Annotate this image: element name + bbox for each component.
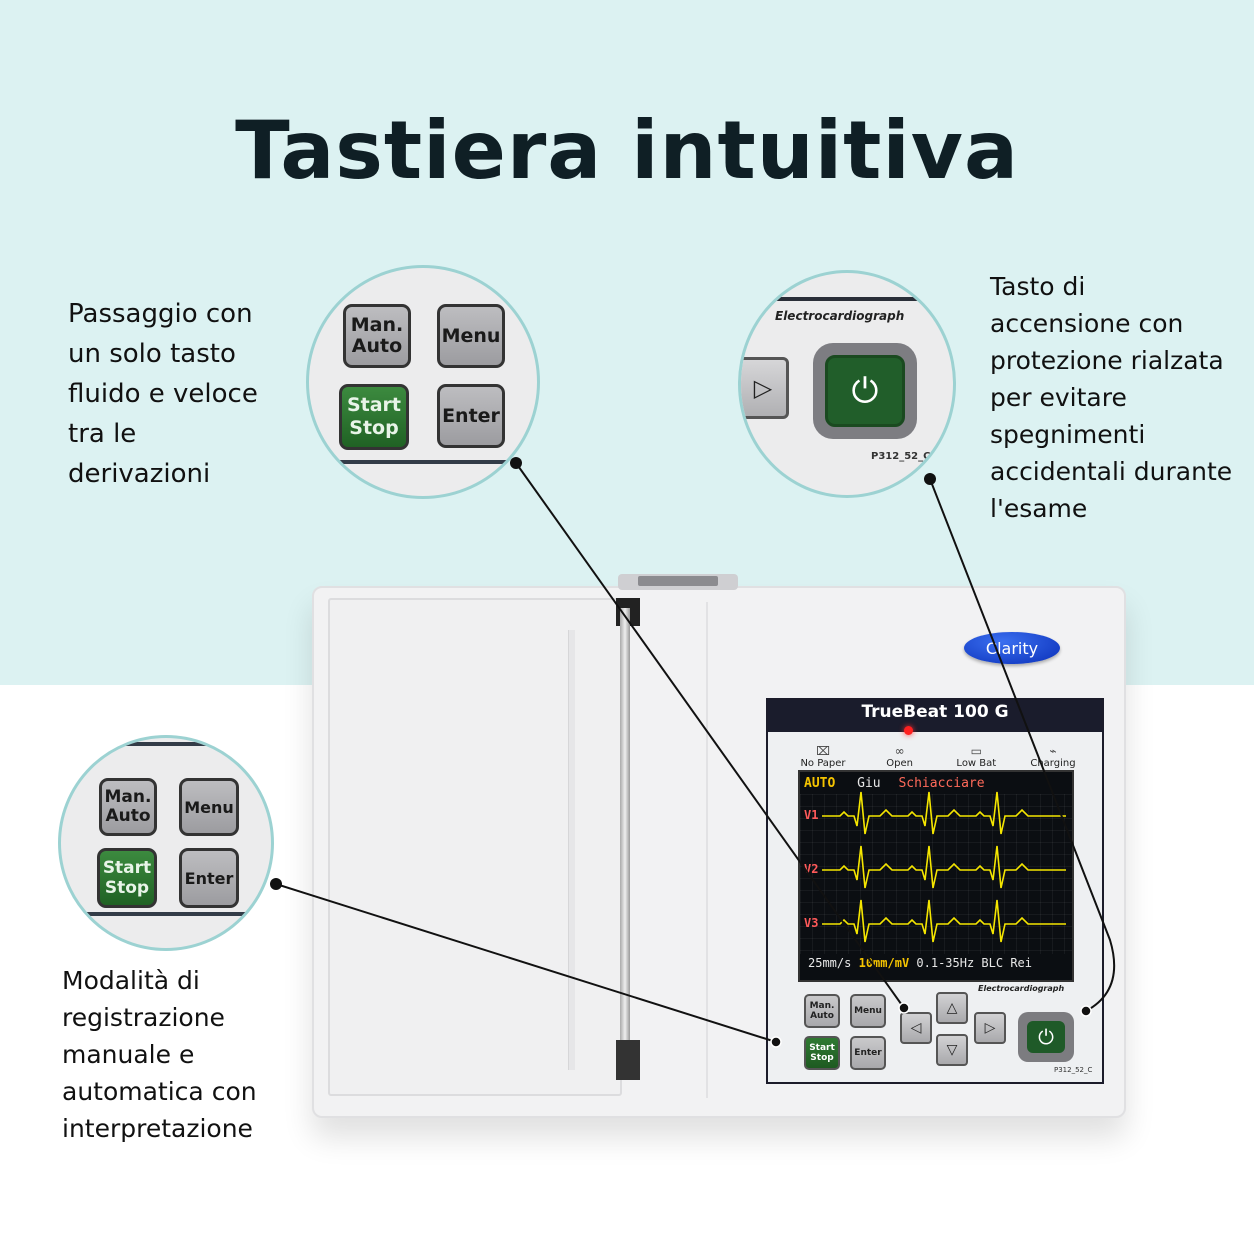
caption-line: Modalità di [62, 966, 200, 995]
panel-label: Electrocardiograph [978, 984, 1065, 993]
status-no-paper: ⌧ No Paper [788, 744, 858, 772]
arrow-right-icon: ▷ [984, 1020, 996, 1036]
paper-icon: ⌧ [816, 744, 830, 758]
caption-line: interpretazione [62, 1114, 253, 1143]
zoom-strip [61, 912, 271, 916]
ecg-trace-v1 [822, 791, 1066, 835]
power-icon: ⏻ [1027, 1021, 1065, 1053]
paper-hinge [620, 608, 630, 1078]
caption-line: derivazioni [68, 459, 211, 489]
page-title: Tastiera intuitiva [235, 104, 1019, 197]
zoom-enter-key: Enter [437, 384, 505, 448]
zoom-power-guard: ⏻ [813, 343, 917, 439]
arrow-up-icon: △ [946, 1000, 958, 1016]
arrow-left-icon: ◁ [910, 1020, 922, 1036]
zoom-strip [61, 742, 271, 746]
zoom-menu-key: Menu [179, 778, 239, 836]
ecg-trace-v2 [822, 845, 1066, 889]
key-label: Man.Auto [104, 787, 152, 826]
ecg-trace-v3 [822, 899, 1066, 943]
status-open: ∞ Open [865, 744, 935, 772]
caption-lead-switch: Passaggio con un solo tasto fluido e vel… [68, 294, 258, 494]
gain-setting: 10mm/mV [858, 956, 910, 970]
zoom-power-icon: ⏻ [825, 355, 905, 427]
zoom-power-button: Electrocardiograph ▷ ⏻ P312_52_C [738, 270, 956, 498]
status-indicators: ⌧ No Paper ∞ Open ▭ Low Bat ⌁ Charging [788, 744, 1088, 772]
arrow-left-button[interactable]: ◁ [900, 1012, 932, 1044]
status-label: Low Bat [956, 758, 997, 769]
status-low-bat: ▭ Low Bat [941, 744, 1011, 772]
key-label: Man.Auto [809, 1001, 835, 1021]
panel-header: TrueBeat 100 G [768, 700, 1102, 732]
arrow-down-icon: ▽ [946, 1042, 958, 1058]
paper-door[interactable] [328, 598, 622, 1096]
arrow-right-button[interactable]: ▷ [974, 1012, 1006, 1044]
connector-port [638, 576, 718, 586]
zoom-man-auto-key: Man.Auto [343, 304, 411, 368]
caption-line: per evitare [990, 383, 1127, 412]
caption-line: un solo tasto [68, 339, 236, 369]
caption-line: manuale e [62, 1040, 195, 1069]
ecg-traces [822, 791, 1066, 943]
body-divider [706, 602, 708, 1098]
caption-line: automatica con [62, 1077, 257, 1106]
caption-power-button: Tasto di accensione con protezione rialz… [990, 268, 1232, 527]
zoom-menu-key: Menu [437, 304, 505, 368]
arrow-up-button[interactable]: △ [936, 992, 968, 1024]
arrow-down-button[interactable]: ▽ [936, 1034, 968, 1066]
zoom-strip [741, 297, 953, 301]
serial-number: P312_52_C [1054, 1066, 1093, 1074]
zoom-panel-label: Electrocardiograph [775, 309, 905, 323]
zoom-man-auto-key: Man.Auto [99, 778, 157, 836]
status-led [904, 726, 913, 735]
status-label: Charging [1030, 758, 1076, 769]
caption-line: Tasto di [990, 272, 1086, 301]
top-connector [618, 574, 738, 590]
caption-line: registrazione [62, 1003, 225, 1032]
hinge-latch-bottom [616, 1040, 640, 1080]
key-label: Man.Auto [350, 314, 404, 357]
ecg-device: Clarity TrueBeat 100 G ⌧ No Paper ∞ Open… [312, 574, 1126, 1118]
zoom-enter-key: Enter [179, 848, 239, 908]
caption-line: fluido e veloce [68, 379, 258, 409]
control-panel: TrueBeat 100 G ⌧ No Paper ∞ Open ▭ Low B… [766, 698, 1104, 1084]
screen-footer: 25mm/s 10mm/mV 0.1-35Hz BLC Rei [808, 956, 1032, 970]
caption-line: Passaggio con [68, 299, 253, 329]
status-label: No Paper [800, 758, 846, 769]
paper-groove [568, 630, 575, 1070]
caption-line: l'esame [990, 494, 1088, 523]
zoom-arrow-right-icon: ▷ [741, 357, 789, 419]
filter-setting: 0.1-35Hz BLC Rei [916, 956, 1032, 970]
open-icon: ∞ [894, 744, 905, 758]
ecg-screen: AUTO Giu Schiacciare V1 V2 V3 25mm/s 10m… [798, 770, 1074, 982]
enter-button[interactable]: Enter [850, 1036, 886, 1070]
caption-recording-mode: Modalità di registrazione manuale e auto… [62, 962, 257, 1147]
caption-line: protezione rialzata [990, 346, 1224, 375]
plug-icon: ⌁ [1049, 744, 1057, 758]
caption-line: tra le [68, 419, 137, 449]
zoom-strip [309, 460, 537, 464]
status-charging: ⌁ Charging [1018, 744, 1088, 772]
status-label: Open [886, 758, 914, 769]
caption-line: accidentali durante [990, 457, 1233, 486]
caption-line: spegnimenti [990, 420, 1146, 449]
zoom-serial-number: P312_52_C [871, 451, 931, 462]
man-auto-button[interactable]: Man.Auto [804, 994, 840, 1028]
brand-logo: Clarity [964, 632, 1060, 664]
model-name: TrueBeat 100 G [861, 702, 1009, 722]
battery-icon: ▭ [970, 744, 982, 758]
power-button[interactable]: ⏻ [1018, 1012, 1074, 1062]
caption-line: accensione con [990, 309, 1184, 338]
menu-button[interactable]: Menu [850, 994, 886, 1028]
paper-speed: 25mm/s [808, 956, 852, 970]
